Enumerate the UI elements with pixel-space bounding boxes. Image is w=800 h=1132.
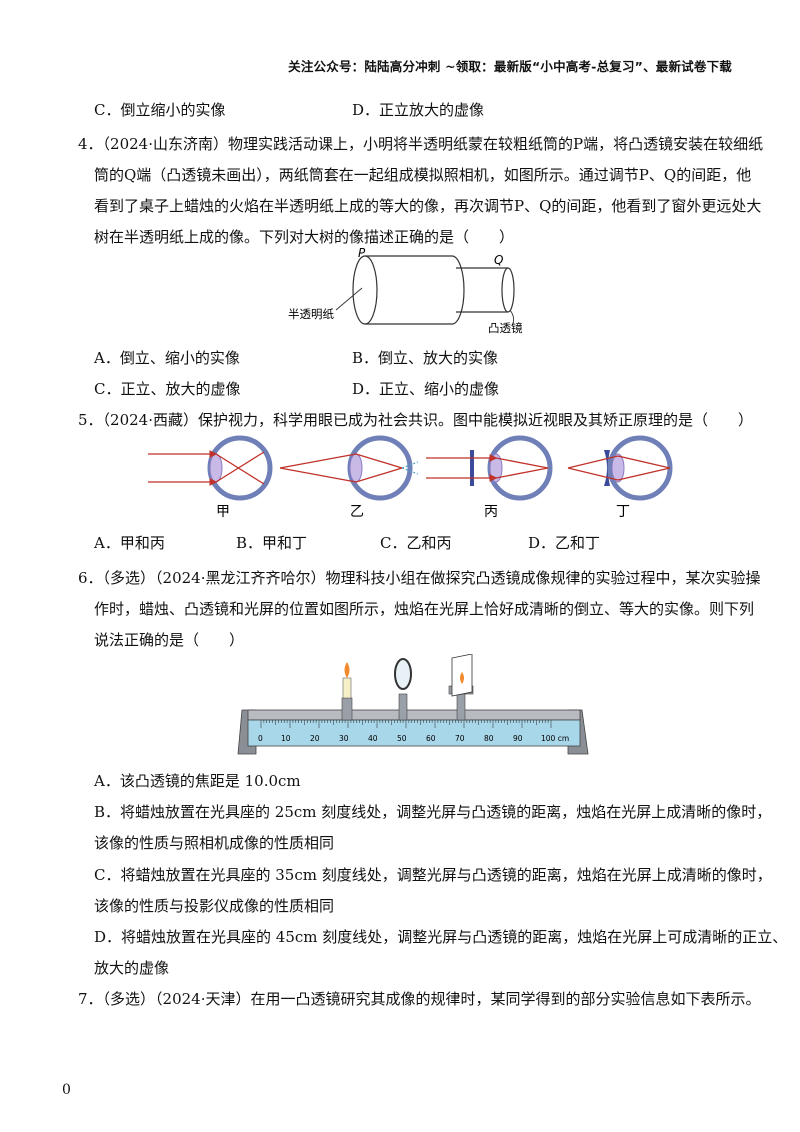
q4-line-3: 看到了桌子上蜡烛的火焰在半透明纸上成的等大的像，再次调节P、Q的间距，他看到了窗… <box>94 197 762 215</box>
label-q: Q <box>494 253 503 267</box>
q5-option-c: C．乙和丙 <box>380 534 452 552</box>
tick-label-70: 70 <box>455 734 465 743</box>
camera-model-figure: P Q 半透明纸 凸透镜 <box>288 248 523 335</box>
q4-option-d: D．正立、缩小的虚像 <box>352 380 500 398</box>
q7-line: 7．（多选）（2024·天津）在用一凸透镜研究其成像的规律时，某同学得到的部分实… <box>78 990 761 1008</box>
candle <box>341 662 353 721</box>
tick-label-60: 60 <box>426 734 436 743</box>
label-lens: 凸透镜 <box>488 321 523 335</box>
q4-line-2: 筒的Q端（凸透镜未画出），两纸筒套在一起组成模拟照相机，如图所示。通过调节P、Q… <box>94 166 752 184</box>
q4-line-1: 4．（2024·山东济南）物理实践活动课上，小明将半透明纸蒙在较粗纸筒的P端，将… <box>78 135 764 153</box>
q4-line-4: 树在半透明纸上成的像。下列对大树的像描述正确的是（ ） <box>94 228 515 246</box>
q3-option-d: D．正立放大的虚像 <box>352 101 485 119</box>
q6-option-d-line-1: D．将蜡烛放置在光具座的 45cm 刻度线处，调整光屏与凸透镜的距离，烛焰在光屏… <box>94 928 788 946</box>
q5-option-d: D．乙和丁 <box>528 534 601 552</box>
tick-label-80: 80 <box>484 734 494 743</box>
tick-label-50: 50 <box>397 734 407 743</box>
page-number: 0 <box>62 1082 71 1098</box>
tick-label-90: 90 <box>513 734 523 743</box>
label-yi: 乙 <box>350 504 364 520</box>
q4-option-b: B．倒立、放大的实像 <box>352 349 499 367</box>
q4-option-a: A．倒立、缩小的实像 <box>94 349 240 367</box>
tick-label-10: 10 <box>281 734 291 743</box>
scale-rail <box>247 719 581 747</box>
tick-label-20: 20 <box>310 734 320 743</box>
label-jia: 甲 <box>216 504 230 520</box>
q6-line-2: 作时，蜡烛、凸透镜和光屏的位置如图所示，烛焰在光屏上恰好成清晰的倒立、等大的实像… <box>94 600 755 618</box>
q6-option-b-line-1: B．将蜡烛放置在光具座的 25cm 刻度线处，调整光屏与凸透镜的距离，烛焰在光屏… <box>94 803 772 821</box>
eye-jia <box>148 435 273 501</box>
light-screen <box>448 654 474 721</box>
q6-option-c-line-2: 该像的性质与投影仪成像的性质相同 <box>94 897 335 915</box>
label-bing: 丙 <box>484 504 498 520</box>
q5-option-b: B．甲和丁 <box>236 534 308 552</box>
label-p: P <box>358 248 366 260</box>
tick-label-100: 100 cm <box>541 734 569 743</box>
q3-option-c: C．倒立缩小的实像 <box>94 101 226 119</box>
lens-end-q <box>501 267 515 313</box>
q6-line-3: 说法正确的是（ ） <box>94 631 245 649</box>
q6-option-c-line-1: C．将蜡烛放置在光具座的 35cm 刻度线处，调整光屏与凸透镜的距离，烛焰在光屏… <box>94 866 772 884</box>
convex-lens <box>394 658 412 721</box>
q5-line: 5．（2024·西藏）保护视力，科学用眼已成为社会共识。图中能模拟近视眼及其矫正… <box>78 411 753 429</box>
q6-option-a: A．该凸透镜的焦距是 10.0cm <box>94 772 301 790</box>
paper-end-p <box>352 255 378 325</box>
q5-option-a: A．甲和丙 <box>94 534 165 552</box>
page-header: 关注公众号：陆陆高分冲刺 ~领取：最新版“小中高考-总复习”、最新试卷下载 <box>288 59 732 74</box>
eye-diagrams-figure: 甲 乙 丙 丁 <box>148 435 673 520</box>
eye-bing <box>426 435 553 501</box>
tick-label-40: 40 <box>368 734 378 743</box>
tick-label-30: 30 <box>339 734 349 743</box>
q4-option-c: C．正立、放大的虚像 <box>94 380 241 398</box>
q6-line-1: 6．（多选）（2024·黑龙江齐齐哈尔）物理科技小组在做探究凸透镜成像规律的实验… <box>78 569 761 587</box>
label-ding: 丁 <box>616 504 630 520</box>
q6-option-d-line-2: 放大的虚像 <box>94 959 170 977</box>
optical-bench-figure: 0 10 20 30 40 50 60 70 80 90 100 cm <box>237 654 589 755</box>
q6-option-b-line-2: 该像的性质与照相机成像的性质相同 <box>94 834 335 852</box>
tick-label-0: 0 <box>258 734 263 743</box>
eye-yi <box>279 435 419 501</box>
label-paper: 半透明纸 <box>288 307 334 321</box>
eye-ding <box>567 435 673 501</box>
